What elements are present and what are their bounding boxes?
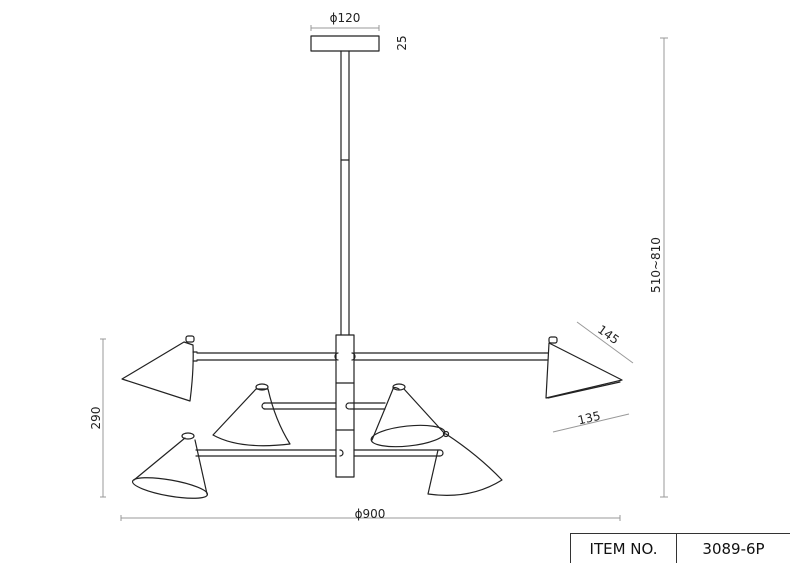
shade-bottom-right [427, 430, 503, 496]
shade-length-label: 145 [595, 322, 622, 347]
dimension-lines [100, 25, 668, 521]
shade-middle-left [212, 383, 291, 447]
overall-width-label: ϕ900 [355, 507, 386, 521]
shade-bottom-left [131, 432, 209, 499]
item-number-value: 3089-6P [702, 539, 765, 558]
arms [196, 352, 546, 457]
canopy [310, 35, 380, 52]
down-rod [340, 50, 350, 336]
canopy-diameter-label: ϕ120 [330, 11, 361, 25]
overall-height-label: 510~810 [649, 237, 663, 293]
item-number-label: ITEM NO. [571, 534, 677, 563]
body-height-label: 290 [89, 407, 103, 430]
shade-top-right [544, 336, 623, 399]
title-block: ITEM NO. 3089-6P [570, 533, 790, 563]
central-body [335, 334, 355, 478]
shade-top-left [121, 335, 198, 402]
shade-middle-right [370, 383, 446, 448]
shade-opening-label: 135 [576, 409, 601, 428]
canopy-height-label: 25 [395, 35, 409, 50]
